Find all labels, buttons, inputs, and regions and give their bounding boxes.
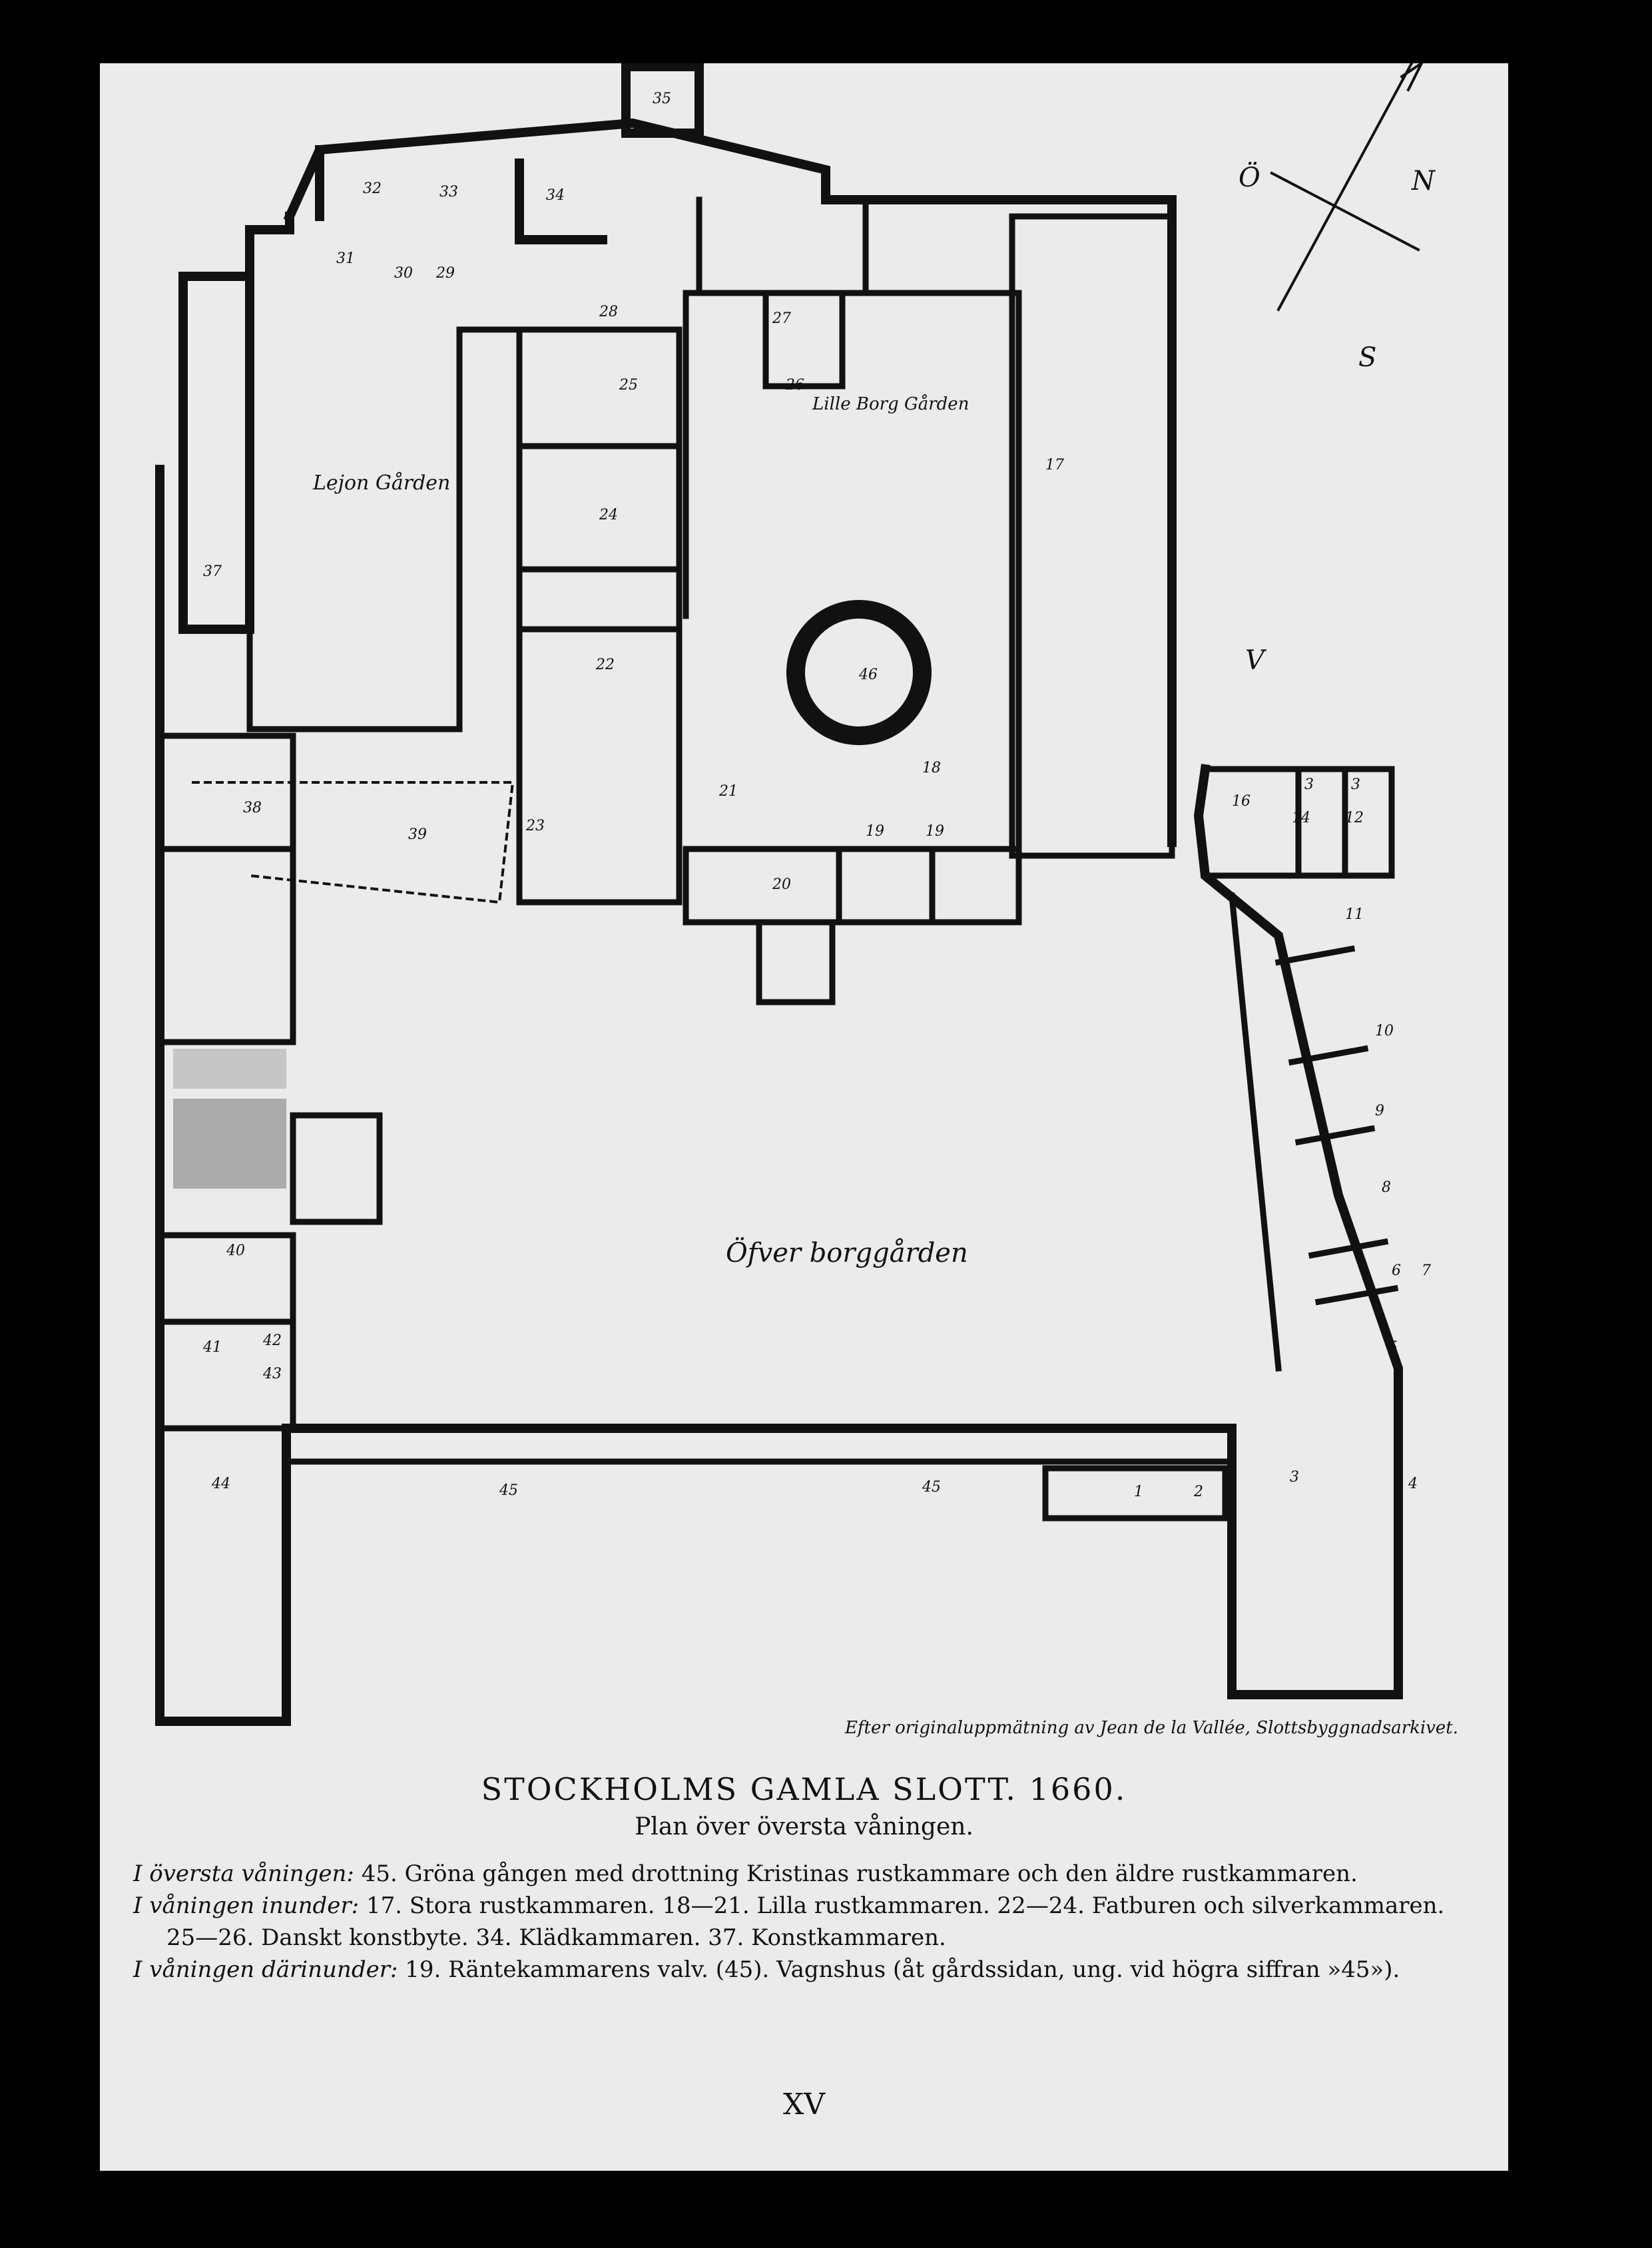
svg-text:11: 11 xyxy=(1345,906,1364,923)
svg-text:46: 46 xyxy=(858,667,878,683)
svg-text:25: 25 xyxy=(619,377,638,394)
svg-text:1: 1 xyxy=(1134,1484,1143,1500)
legend: I översta våningen: 45. Gröna gången med… xyxy=(133,1858,1485,1986)
compass-north-label: N xyxy=(1411,166,1436,196)
svg-text:45: 45 xyxy=(922,1479,941,1496)
svg-text:20: 20 xyxy=(772,876,791,893)
svg-text:2: 2 xyxy=(1193,1484,1203,1500)
svg-text:4: 4 xyxy=(1408,1476,1418,1492)
room-labels: 35 32 33 34 31 30 29 28 27 25 26 17 24 3… xyxy=(202,91,1431,1500)
svg-text:40: 40 xyxy=(226,1243,245,1259)
court-label-lions: Lejon Gården xyxy=(312,471,450,495)
svg-text:33: 33 xyxy=(439,184,458,200)
svg-text:18: 18 xyxy=(922,760,941,776)
legend-text: 45. Gröna gången med drottning Kristinas… xyxy=(361,1860,1358,1887)
svg-text:22: 22 xyxy=(595,657,615,673)
page-title: STOCKHOLMS GAMLA SLOTT. 1660. xyxy=(481,1771,1127,1807)
legend-label: I våningen inunder: xyxy=(133,1892,360,1919)
legend-text: 25—26. Danskt konstbyte. 34. Klädkammare… xyxy=(166,1924,946,1951)
svg-text:42: 42 xyxy=(262,1332,282,1349)
svg-text:14: 14 xyxy=(1292,810,1310,826)
svg-text:10: 10 xyxy=(1375,1023,1394,1039)
svg-text:28: 28 xyxy=(599,304,618,320)
svg-text:6: 6 xyxy=(1392,1263,1401,1279)
svg-text:12: 12 xyxy=(1345,810,1364,826)
auditorium-seating xyxy=(173,1049,286,1189)
legend-label: I våningen därinunder: xyxy=(133,1956,398,1983)
inner-walls xyxy=(156,196,1399,1522)
court-label-lower: Öfver borggården xyxy=(726,1237,968,1268)
legend-text: 17. Stora rustkammaren. 18—21. Lilla rus… xyxy=(366,1892,1445,1919)
compass-west-label: V xyxy=(1245,645,1267,676)
svg-text:39: 39 xyxy=(408,826,427,843)
svg-text:5: 5 xyxy=(1388,1339,1398,1356)
svg-text:31: 31 xyxy=(336,250,355,267)
svg-text:16: 16 xyxy=(1232,793,1250,810)
svg-text:27: 27 xyxy=(772,310,791,327)
svg-text:17: 17 xyxy=(1045,457,1064,473)
compass-south-label: S xyxy=(1358,342,1376,373)
svg-text:37: 37 xyxy=(203,563,222,580)
svg-text:7: 7 xyxy=(1422,1263,1431,1279)
legend-line: I översta våningen: 45. Gröna gången med… xyxy=(133,1858,1485,1890)
page-subtitle: Plan över översta våningen. xyxy=(635,1813,973,1840)
legend-text: 19. Räntekammarens valv. (45). Vagnshus … xyxy=(405,1956,1400,1983)
court-label-small: Lille Borg Gården xyxy=(812,394,969,414)
svg-text:23: 23 xyxy=(525,818,545,834)
svg-text:32: 32 xyxy=(363,180,382,197)
legend-line: 25—26. Danskt konstbyte. 34. Klädkammare… xyxy=(133,1922,1485,1954)
svg-text:45: 45 xyxy=(499,1482,518,1499)
book-page: 35 32 33 34 31 30 29 28 27 25 26 17 24 3… xyxy=(100,63,1508,2171)
svg-text:19: 19 xyxy=(866,823,884,840)
svg-text:26: 26 xyxy=(785,377,804,394)
svg-text:8: 8 xyxy=(1382,1179,1391,1196)
svg-text:21: 21 xyxy=(718,783,738,800)
svg-text:9: 9 xyxy=(1375,1103,1384,1119)
legend-line: I våningen därinunder: 19. Räntekammaren… xyxy=(133,1954,1485,1986)
compass-east-label: Ö xyxy=(1239,162,1260,193)
floor-plan: 35 32 33 34 31 30 29 28 27 25 26 17 24 3… xyxy=(155,63,1436,1726)
svg-text:29: 29 xyxy=(435,265,455,282)
svg-text:30: 30 xyxy=(394,265,413,282)
svg-text:19: 19 xyxy=(926,823,944,840)
plan-credit: Efter originaluppmätning av Jean de la V… xyxy=(844,1718,1458,1738)
svg-text:13: 13 xyxy=(1342,776,1360,793)
svg-text:44: 44 xyxy=(211,1476,230,1492)
page-number: XV xyxy=(782,2088,826,2121)
legend-label: I översta våningen: xyxy=(133,1860,354,1887)
svg-text:38: 38 xyxy=(243,800,262,816)
svg-text:24: 24 xyxy=(599,507,618,523)
svg-text:13: 13 xyxy=(1295,776,1314,793)
legend-line: I våningen inunder: 17. Stora rustkammar… xyxy=(133,1890,1485,1922)
svg-text:43: 43 xyxy=(262,1366,282,1382)
compass xyxy=(1270,63,1424,312)
svg-text:34: 34 xyxy=(546,187,565,204)
svg-text:41: 41 xyxy=(202,1339,222,1356)
svg-text:3: 3 xyxy=(1290,1469,1299,1486)
svg-text:35: 35 xyxy=(653,91,671,107)
round-stair xyxy=(786,600,932,745)
